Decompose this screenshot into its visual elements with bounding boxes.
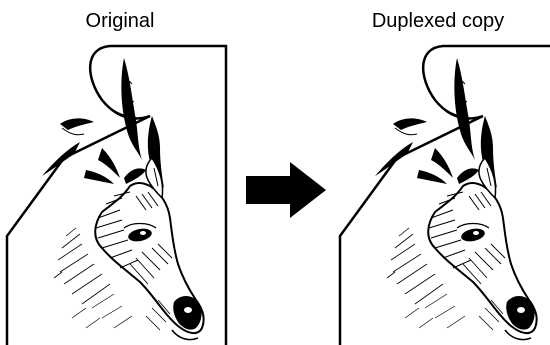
duplexed-copy-label: Duplexed copy: [338, 10, 538, 33]
original-label: Original: [20, 10, 220, 33]
duplexed-copy-page-illustration: [335, 38, 550, 345]
original-page-illustration: [2, 38, 232, 345]
right-arrow-icon: [246, 162, 326, 218]
